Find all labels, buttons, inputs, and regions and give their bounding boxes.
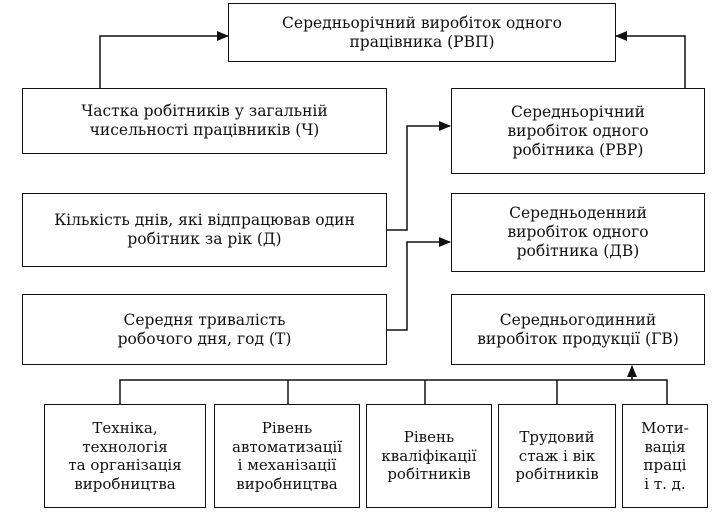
- box-annual-output-per-worker: Середньорічний виробіток одного робітник…: [451, 88, 705, 174]
- box-top-annual-output-per-employee: Середньорічний виробіток одного працівни…: [228, 3, 616, 62]
- arrow-share-to-top: [99, 31, 229, 88]
- factor-box-qualification: Рівень кваліфікації робітників: [366, 404, 492, 508]
- box-worker-share: Частка робітників у загальній чисельност…: [22, 88, 387, 154]
- factor-box-automation: Рівень автоматизації і механізації вироб…: [214, 404, 360, 508]
- factor-box-technology: Техніка, технологія та організація вироб…: [44, 404, 206, 508]
- factor-box-motivation: Моти- вація праці і т. д.: [622, 404, 708, 508]
- arrow-hours-to-daily: [387, 237, 451, 331]
- factor-bus: [119, 379, 668, 404]
- box-workday-length: Середня тривалість робочого дня, год (Т): [22, 294, 387, 365]
- arrow-days-to-annual: [387, 121, 451, 231]
- arrow-annual-to-top: [615, 31, 686, 88]
- box-hourly-output: Середньогодинний виробіток продукції (ГВ…: [451, 294, 705, 365]
- box-days-worked: Кількість днів, які відпрацював один роб…: [22, 193, 387, 267]
- box-daily-output: Середньоденний виробіток одного робітник…: [451, 193, 705, 272]
- factor-box-experience: Трудовий стаж і вік робітників: [498, 404, 616, 508]
